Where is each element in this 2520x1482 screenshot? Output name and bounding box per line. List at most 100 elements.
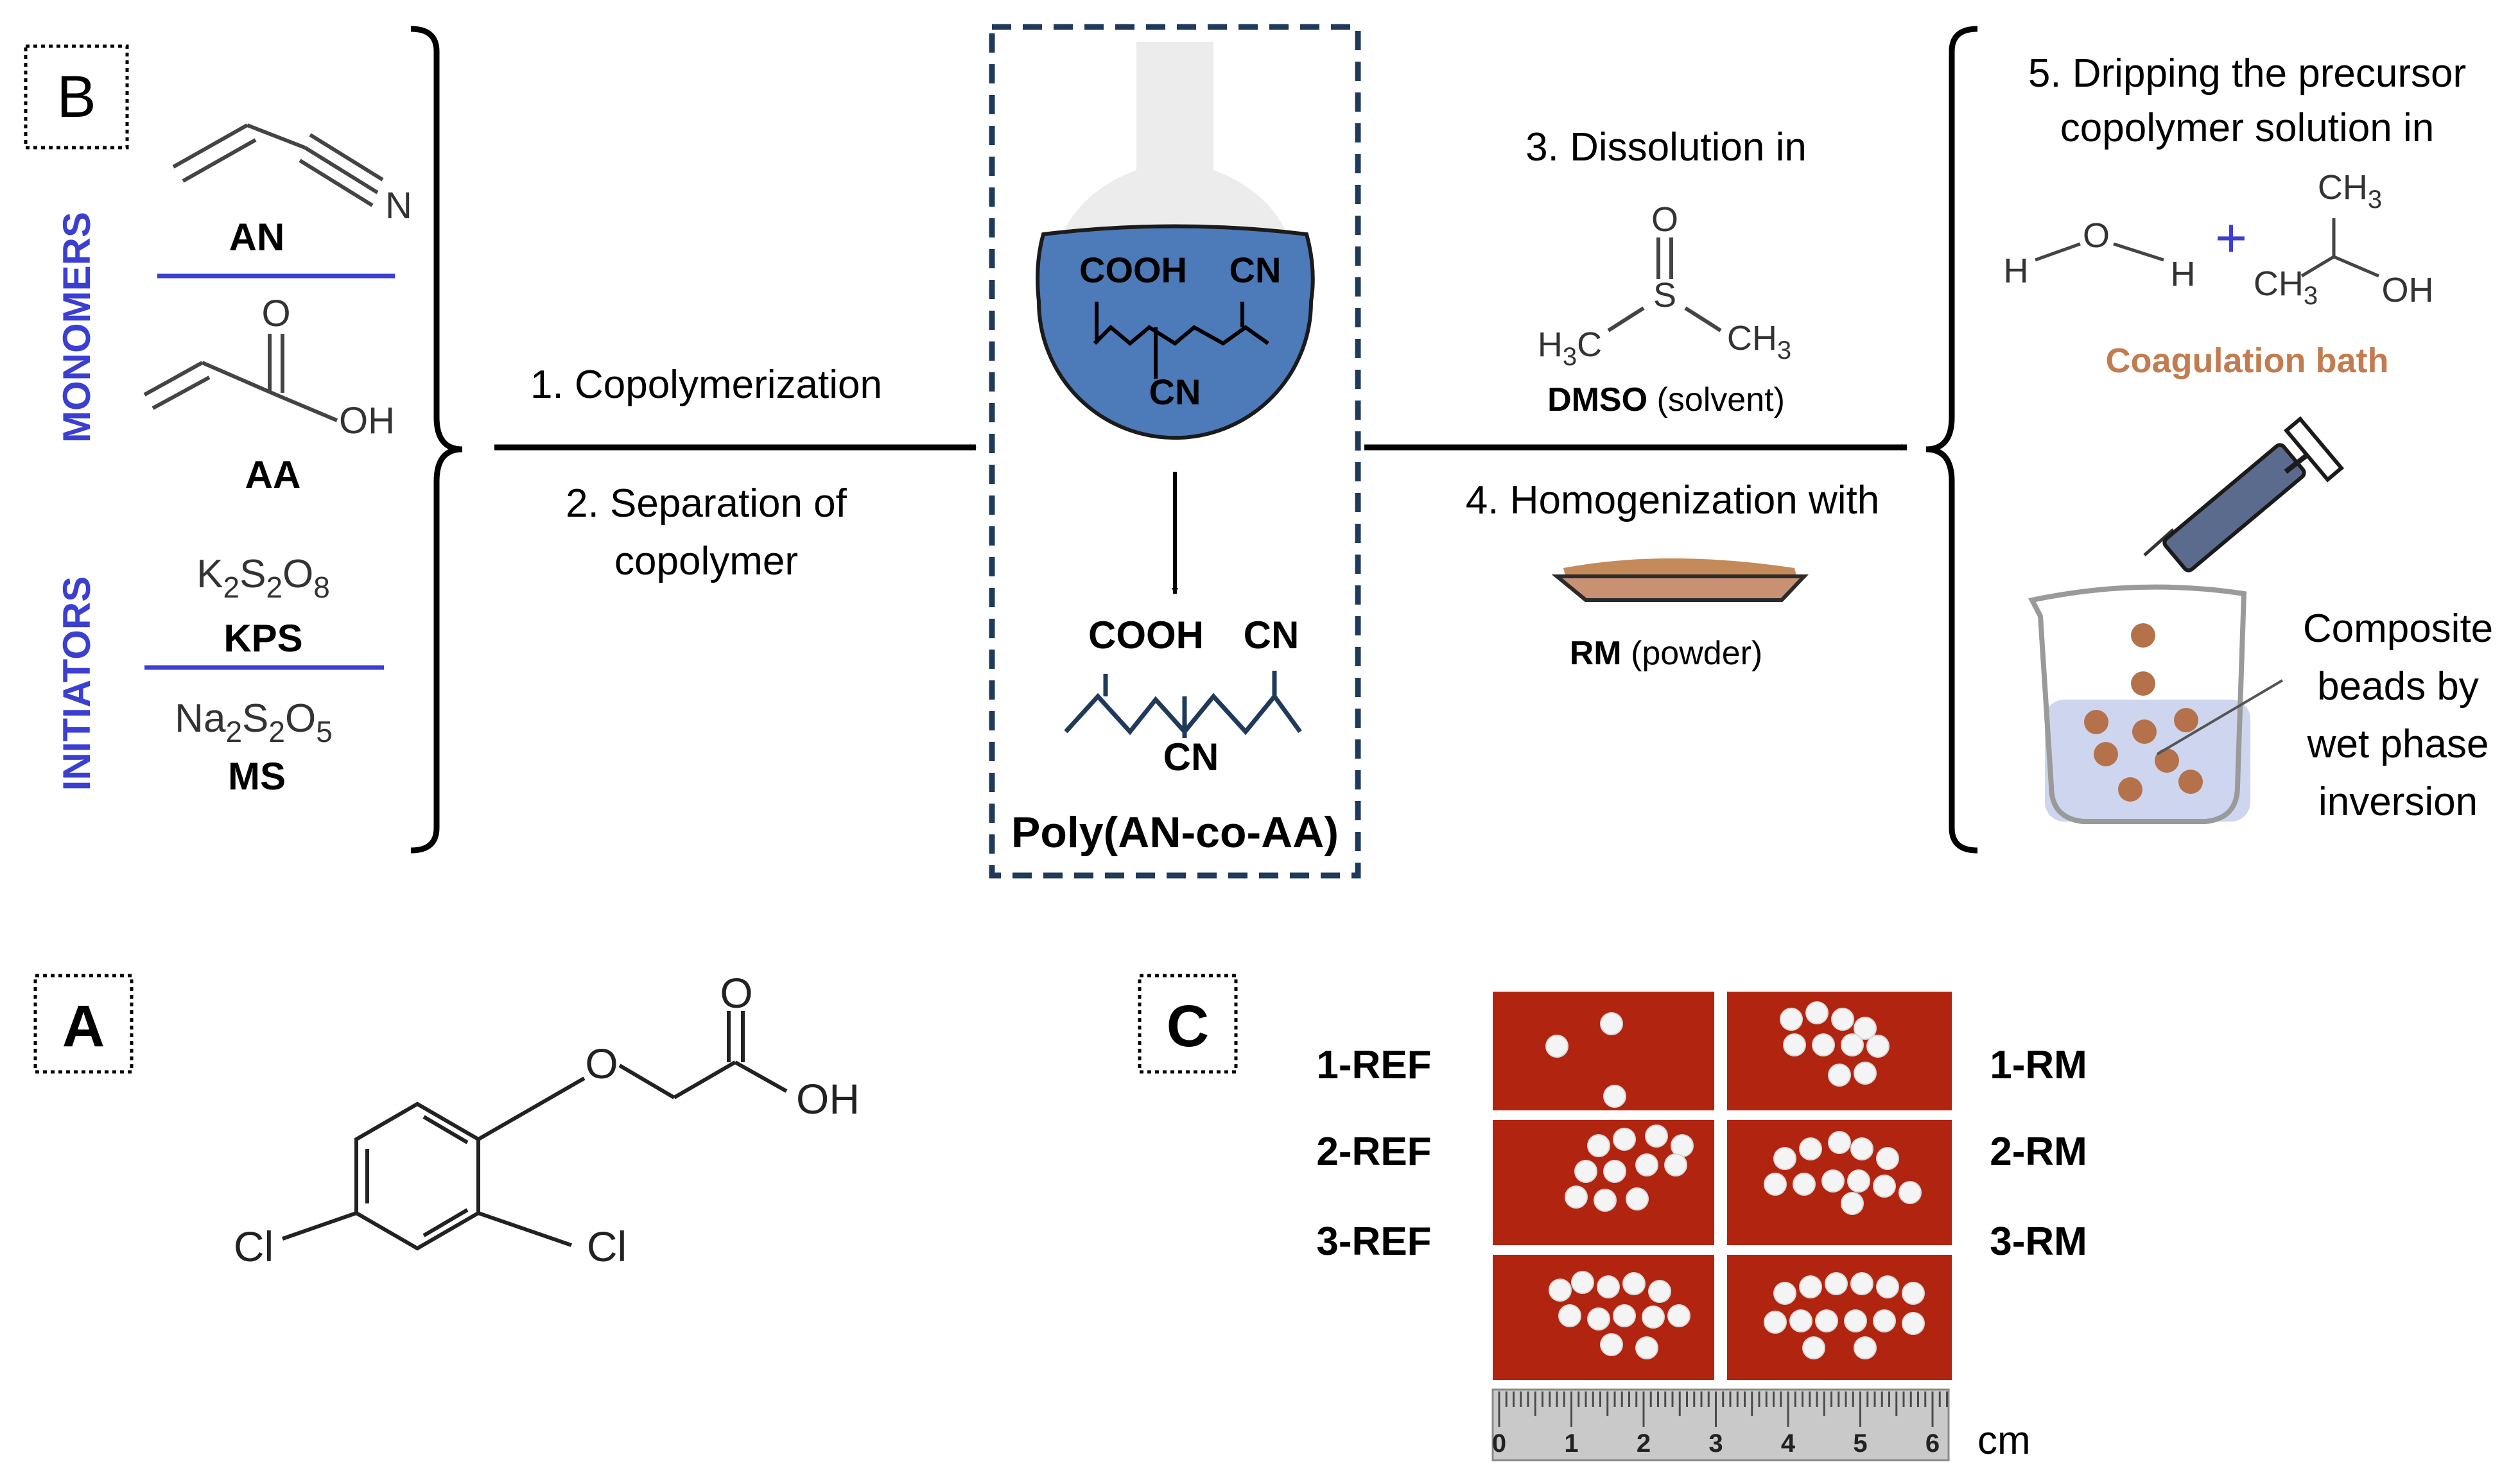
water-structure <box>2035 242 2164 262</box>
photo-label-1-rm: 1-RM <box>1990 1043 2087 1087</box>
polymer-name: Poly(AN-co-AA) <box>1011 808 1339 857</box>
step-1-text: 1. Copolymerization <box>530 363 882 407</box>
molecule-a-structure <box>282 1011 788 1251</box>
syringe-icon <box>2143 416 2345 573</box>
white-bead <box>1600 1333 1623 1356</box>
aa-atom-oh: OH <box>339 400 395 442</box>
white-bead <box>1866 1035 1890 1058</box>
beads-text-line3: wet phase <box>2307 722 2489 766</box>
white-bead <box>1594 1189 1617 1212</box>
polymer-cn-bottom: CN <box>1163 736 1219 779</box>
white-bead <box>1613 1128 1636 1151</box>
ruler-unit: cm <box>1977 1418 2031 1463</box>
white-bead <box>1764 1311 1787 1334</box>
kps-label: KPS <box>223 617 302 660</box>
white-bead <box>1793 1173 1816 1196</box>
composite-bead <box>2131 671 2155 696</box>
white-bead <box>1603 1160 1626 1183</box>
white-bead <box>1626 1187 1649 1211</box>
composite-beads <box>2084 623 2203 802</box>
initiators-side-label: INITIATORS <box>55 576 98 791</box>
white-bead <box>1587 1307 1610 1331</box>
white-bead <box>1899 1181 1922 1204</box>
white-bead <box>1635 1336 1658 1359</box>
dmso-label: DMSO (solvent) <box>1547 381 1785 418</box>
isopropanol-structure <box>2300 218 2379 278</box>
white-bead <box>1664 1153 1687 1176</box>
step-2-text-line1: 2. Separation of <box>566 481 847 526</box>
water-h2: H <box>2171 255 2196 293</box>
rm-label: RM (powder) <box>1570 635 1763 672</box>
molecule-a-cl-right: Cl <box>587 1223 627 1270</box>
ruler-tick-label: 3 <box>1708 1429 1723 1458</box>
ruler-tick-label: 5 <box>1853 1429 1867 1458</box>
white-bead <box>1825 1272 1848 1295</box>
kps-formula: K2S2O8 <box>196 552 330 604</box>
composite-bead <box>2084 710 2108 734</box>
bead-photo-grid <box>1493 992 1952 1380</box>
composite-bead <box>2155 748 2179 773</box>
polymer-cn-top: CN <box>1244 614 1299 657</box>
panel-label-box-c <box>1138 974 1238 1074</box>
an-label: AN <box>229 216 285 259</box>
aa-structure <box>143 334 338 422</box>
water-o: O <box>2083 216 2110 255</box>
white-bead <box>1841 1033 1864 1056</box>
white-bead <box>1876 1275 1899 1298</box>
white-bead <box>1850 1272 1873 1295</box>
aa-label: AA <box>245 453 301 496</box>
plus-sign: + <box>2215 207 2247 269</box>
white-bead <box>1587 1134 1610 1157</box>
photo-label-3-ref: 3-REF <box>1316 1219 1431 1264</box>
composite-bead <box>2132 719 2157 744</box>
white-bead <box>1854 1062 1877 1085</box>
white-bead <box>1622 1272 1646 1295</box>
copolymer-dashed-box <box>989 24 1361 879</box>
monomers-side-label: MONOMERS <box>55 212 98 443</box>
white-bead <box>1805 1001 1829 1024</box>
ipa-top-methyl: CH3 <box>2318 168 2382 214</box>
step-4-text: 4. Homogenization with <box>1466 478 1879 522</box>
photo-label-2-rm: 2-RM <box>1990 1130 2087 1174</box>
ruler-tick-label: 4 <box>1781 1429 1796 1458</box>
white-bead <box>1545 1035 1568 1058</box>
white-bead <box>1549 1279 1572 1302</box>
water-h1: H <box>2004 252 2029 290</box>
white-bead <box>1850 1137 1873 1160</box>
white-bead <box>1799 1137 1822 1160</box>
white-bead <box>1828 1131 1851 1154</box>
white-bead <box>1780 1008 1803 1031</box>
white-bead <box>1642 1305 1665 1329</box>
ruler-tick-label: 6 <box>1925 1429 1940 1458</box>
composite-bead <box>2174 708 2198 732</box>
ruler-tick-label: 0 <box>1492 1429 1506 1458</box>
ipa-oh: OH <box>2382 271 2434 309</box>
white-bead <box>1773 1147 1796 1170</box>
panel-label-c: C <box>1167 994 1209 1059</box>
molecule-a-oh: OH <box>796 1075 860 1123</box>
flask-icon <box>1036 42 1315 440</box>
dmso-right-methyl: CH3 <box>1727 319 1791 365</box>
white-bead <box>1873 1175 1896 1198</box>
beads-text-line1: Composite <box>2303 607 2493 651</box>
panel-label-a: A <box>62 994 105 1059</box>
white-bead <box>1821 1169 1845 1193</box>
step-3-text: 3. Dissolution in <box>1525 125 1807 169</box>
dmso-atom-s: S <box>1653 276 1676 314</box>
composite-bead <box>2131 623 2155 648</box>
ruler-tick-label: 1 <box>1564 1429 1578 1458</box>
white-bead <box>1844 1309 1867 1332</box>
white-beads <box>1545 1001 1925 1359</box>
flask-cn-top: CN <box>1230 250 1282 290</box>
white-bead <box>1902 1282 1925 1305</box>
dmso-left-methyl: H3C <box>1538 325 1602 371</box>
molecule-a-o-carbonyl: O <box>720 969 752 1017</box>
photo-label-2-ref: 2-REF <box>1316 1130 1431 1174</box>
white-bead <box>1773 1282 1796 1305</box>
an-structure <box>172 123 384 207</box>
beads-text-line4: inversion <box>2318 780 2478 824</box>
white-bead <box>1831 1008 1854 1031</box>
panel-label-box-a <box>33 974 134 1074</box>
